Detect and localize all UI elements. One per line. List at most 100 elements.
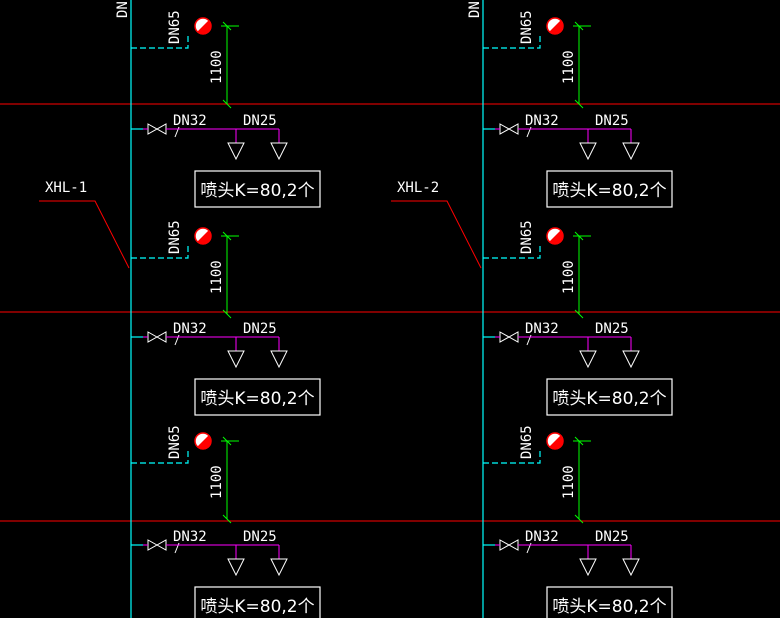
sprinkler-head-icon <box>622 350 640 369</box>
sprinkler-head-icon <box>227 350 245 369</box>
branch-pipe-label: DN32 <box>173 321 207 337</box>
gate-valve-icon <box>499 331 519 343</box>
sprinkler-note-box <box>194 170 321 208</box>
hydrant-icon-fill <box>549 435 564 450</box>
elevation-tick <box>574 21 584 31</box>
sprinkler-head-icon <box>270 558 288 577</box>
hydrant-branch-pipe <box>131 34 189 49</box>
gate-valve-icon <box>499 539 519 551</box>
sprinkler-pipe-label: DN25 <box>595 321 629 337</box>
gate-valve-icon <box>147 539 167 551</box>
elevation-tick <box>222 231 232 241</box>
sprinkler-note-text: 喷头K=80,2个 <box>552 389 666 409</box>
hydrant-icon-fill <box>197 435 212 450</box>
riser-tag-leader <box>39 200 130 269</box>
hydrant-icon-outline <box>546 17 564 35</box>
sprinkler-pipe-label: DN25 <box>243 321 277 337</box>
sprinkler-head-icon <box>270 350 288 369</box>
sprinkler-head-icon <box>622 142 640 161</box>
hydrant-branch-pipe <box>483 34 541 49</box>
elevation-label: 1100 <box>209 465 225 499</box>
sprinkler-note-box <box>546 378 673 416</box>
elevation-tick <box>222 514 232 524</box>
hydrant-pipe-label: DN65 <box>167 10 183 44</box>
elevation-label: 1100 <box>561 50 577 84</box>
hydrant-icon-fill <box>549 230 564 245</box>
sprinkler-note-text: 喷头K=80,2个 <box>200 181 314 201</box>
hydrant-branch-pipe <box>131 449 189 464</box>
sprinkler-head-icon <box>622 558 640 577</box>
sprinkler-note-box <box>546 170 673 208</box>
sprinkler-head-icon <box>270 142 288 161</box>
branch-pipe-label: DN32 <box>525 529 559 545</box>
sprinkler-head-icon <box>227 558 245 577</box>
elevation-tick <box>222 99 232 109</box>
elevation-tick <box>574 436 584 446</box>
elevation-tick <box>574 99 584 109</box>
elevation-tick <box>222 21 232 31</box>
hydrant-icon-fill <box>197 230 212 245</box>
hydrant-pipe-label: DN65 <box>519 425 535 459</box>
branch-pipe-label: DN32 <box>173 113 207 129</box>
branch-pipe-label: DN32 <box>525 321 559 337</box>
hydrant-branch-pipe <box>131 244 189 259</box>
sprinkler-pipe-label: DN25 <box>243 529 277 545</box>
elevation-label: 1100 <box>561 465 577 499</box>
sprinkler-head-icon <box>579 142 597 161</box>
sprinkler-note-text: 喷头K=80,2个 <box>200 597 314 617</box>
sprinkler-note-text: 喷头K=80,2个 <box>552 597 666 617</box>
hydrant-icon-fill <box>197 20 212 35</box>
elevation-tick <box>222 309 232 319</box>
hydrant-icon-outline <box>546 432 564 450</box>
elevation-tick <box>574 231 584 241</box>
riser-top-label: DN <box>115 1 131 18</box>
gate-valve-icon <box>147 123 167 135</box>
risers: DN XHL-1 DN XHL-2 <box>39 0 484 618</box>
sprinkler-head-icon <box>579 558 597 577</box>
hydrant-icon-outline <box>546 227 564 245</box>
hydrant-icon-outline <box>194 227 212 245</box>
riser-tag-leader <box>391 200 482 269</box>
sprinkler-head-icon <box>227 142 245 161</box>
sprinkler-note-text: 喷头K=80,2个 <box>552 181 666 201</box>
sprinkler-pipe-label: DN25 <box>243 113 277 129</box>
riser-tag-label: XHL-2 <box>397 180 439 196</box>
sprinkler-note-box <box>546 586 673 618</box>
elevation-tick <box>574 514 584 524</box>
hydrant-pipe-label: DN65 <box>519 10 535 44</box>
branch-pipe-label: DN32 <box>525 113 559 129</box>
sprinkler-note-box <box>194 586 321 618</box>
hydrant-icon-outline <box>194 17 212 35</box>
floor-lines <box>0 103 780 522</box>
elevation-tick <box>574 309 584 319</box>
elevation-label: 1100 <box>209 260 225 294</box>
branch-pipe-label: DN32 <box>173 529 207 545</box>
hydrant-icon-outline <box>194 432 212 450</box>
hydrant-pipe-label: DN65 <box>167 425 183 459</box>
gate-valve-icon <box>499 123 519 135</box>
hydrant-icon-fill <box>549 20 564 35</box>
hydrant-pipe-label: DN65 <box>167 220 183 254</box>
sprinkler-pipe-label: DN25 <box>595 113 629 129</box>
elevation-tick <box>222 436 232 446</box>
gate-valve-icon <box>147 331 167 343</box>
elevation-label: 1100 <box>561 260 577 294</box>
riser-tag-label: XHL-1 <box>45 180 87 196</box>
sprinkler-pipe-label: DN25 <box>595 529 629 545</box>
elevation-label: 1100 <box>209 50 225 84</box>
hydrant-branch-pipe <box>483 244 541 259</box>
riser-top-label: DN <box>467 1 483 18</box>
sprinkler-note-box <box>194 378 321 416</box>
sprinkler-note-text: 喷头K=80,2个 <box>200 389 314 409</box>
sprinkler-head-icon <box>579 350 597 369</box>
hydrant-pipe-label: DN65 <box>519 220 535 254</box>
